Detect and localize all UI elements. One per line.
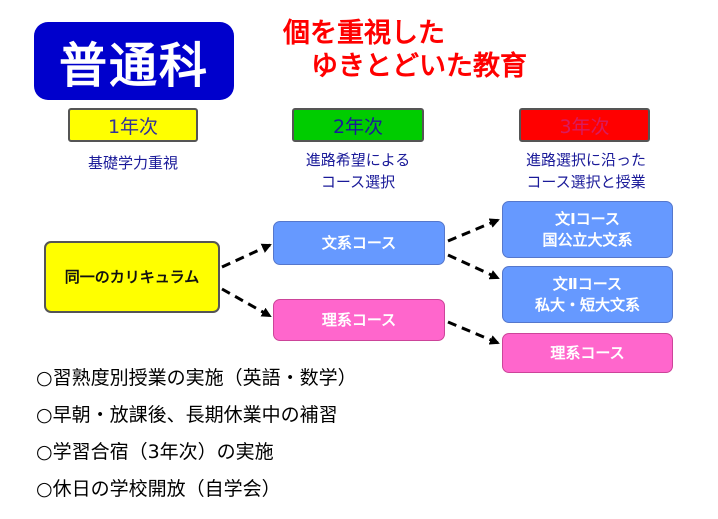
tagline-line-2: ゆきとどいた教育 [311,51,527,82]
box-year3-bun1-line-2: 国公立大文系 [542,230,633,249]
year-3-note: 進路選択に沿った コース選択と授業 [496,149,676,193]
box-year3-bun2: 文Ⅱコース 私大・短大文系 [502,266,673,323]
arrow-curriculum-to-bunkei [221,243,272,269]
arrow-bunkei-to-bun2 [447,253,500,280]
year-2-note: 進路希望による コース選択 [272,149,444,193]
bullet-item: ○学習合宿（3年次）の実施 [36,441,274,463]
tagline-line-1: 個を重視した [283,18,445,49]
year-2-note-line-1: 進路希望による [305,151,411,169]
year-1-label: 1年次 [68,108,198,142]
box-year3-rikei: 理系コース [502,333,673,373]
bullet-list: ○習熟度別授業の実施（英語・数学） ○早朝・放課後、長期休業中の補習 ○学習合宿… [36,360,357,508]
box-year3-bun1: 文Ⅰコース 国公立大文系 [502,201,673,258]
box-year2-bunkei: 文系コース [273,221,445,265]
box-year3-bun1-line-1: 文Ⅰコース [555,209,620,228]
year-3-note-line-2: コース選択と授業 [526,173,646,191]
year-2-label: 2年次 [292,108,424,142]
arrow-rikei-to-rikei3 [447,320,500,345]
bullet-item: ○早朝・放課後、長期休業中の補習 [36,404,338,426]
year-3-label: 3年次 [519,108,650,142]
bullet-item: ○習熟度別授業の実施（英語・数学） [36,367,357,389]
bullet-item: ○休日の学校開放（自学会） [36,478,281,500]
arrow-curriculum-to-rikei [221,287,272,318]
arrow-bunkei-to-bun1 [447,218,500,243]
box-common-curriculum: 同一のカリキュラム [44,241,220,313]
page-title: 普通科 [34,22,234,100]
box-year2-rikei: 理系コース [273,299,445,341]
box-year3-bun2-line-2: 私大・短大文系 [534,295,640,314]
year-1-note-line: 基礎学力重視 [87,154,178,172]
year-3-note-line-1: 進路選択に沿った [525,151,646,169]
year-1-note: 基礎学力重視 [60,152,206,174]
year-2-note-line-2: コース選択 [320,173,396,191]
box-year3-bun2-line-1: 文Ⅱコース [552,274,623,293]
